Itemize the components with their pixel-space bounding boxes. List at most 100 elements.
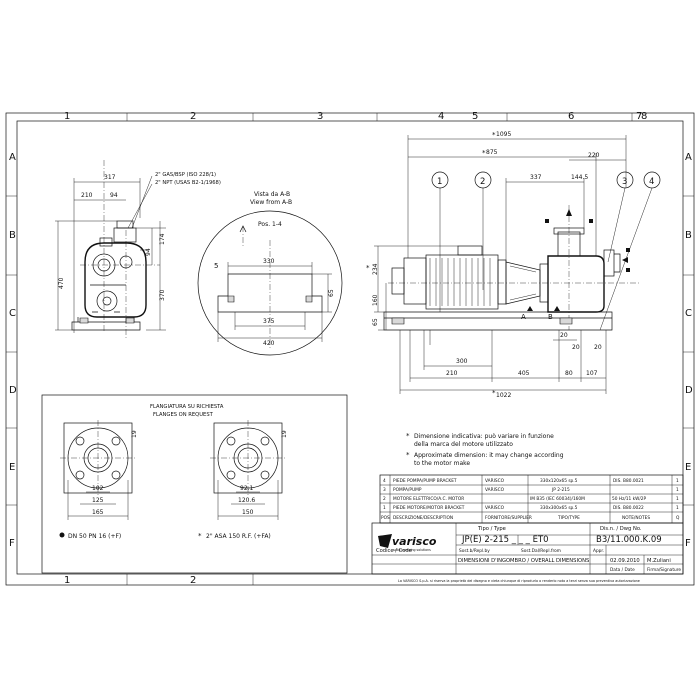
dim-65b: 65 [372,318,379,326]
dwg-value: B3/11.000.K.09 [596,535,662,545]
copyright-footer: La VARISCO S.p.A. si riserva la propriet… [398,579,640,583]
flange-right-label: 2" ASA 150 R.F. (+FA) [206,533,271,540]
asterisk-marker: * [366,264,370,272]
type-value: JP(E) 2-215 _ _ _ ET0 [461,535,549,545]
row-label: A [685,152,692,163]
bom-head-qty: Q [676,515,680,521]
bom-rows: 4 PIEDE POMPA/PUMP BRACKET VARISCO 330x1… [381,478,680,521]
flange-left-165: 165 [92,509,104,516]
section-letter-b: B [548,313,553,321]
bom-qty: 1 [676,496,679,502]
dim-20c: 20 [594,344,602,351]
bom-head-type: TIPO/TYPE [557,515,580,521]
company-logo-sub: solid pumping solutions [393,548,431,552]
flange-left-125: 125 [92,497,104,504]
flanges-title-en: FLANGES ON REQUEST [153,412,214,418]
row-label: B [9,230,16,241]
drawing-description: DIMENSIONI D'INGOMBRO / OVERALL DIMENSIO… [458,558,589,564]
front-view: 317 210 94 470 370 174 94 2" GAS/BSP (IS… [55,160,221,340]
signature-label: Firma/Signature [647,567,681,573]
bom-pos: 2 [383,496,386,502]
row-label: D [685,385,693,396]
dwg-label: Dis.n. / Dwg No. [600,526,642,532]
col-label: 2 [190,111,196,122]
dim-5: 5 [214,262,218,270]
note-en-1: Approximate dimension: it may change acc… [414,452,564,459]
note-it-1: Dimensione indicativa: può variare in fu… [414,433,554,440]
col-label: 3 [317,111,323,122]
row-label: B [685,230,692,241]
dim-94: 94 [110,192,118,199]
flanges-title-it: FLANGIATURA SU RICHIESTA [150,404,224,410]
dim-160: 160 [372,294,379,306]
bom-desc: PIEDE MOTORE/MOTOR BRACKET [393,505,465,511]
dim-317: 317 [104,174,116,181]
balloon-3: 3 [622,177,627,187]
col-label: 1 [64,111,70,122]
balloon-2: 2 [480,177,485,187]
bom-desc: PIEDE POMPA/PUMP BRACKET [393,478,457,484]
bom-sup: VARISCO [485,487,505,493]
date-label: Data / Date [610,567,635,573]
bom-head-pos: POS [381,515,390,521]
bom-note: DIS. B80.0021 [613,478,644,484]
row-label: C [685,308,692,319]
dim-875: 875 [486,149,498,156]
company-logo: varisco [392,535,437,548]
note-en-2: to the motor make [414,460,470,467]
drawing-date: 02.09.2010 [610,558,640,564]
pos-label: Pos. 1-4 [258,221,282,228]
bom-head-note: NOTE/NOTES [622,515,650,521]
view-title-en: View from A-B [250,199,292,206]
dim-144: 144.5 [571,174,588,181]
asterisk-marker: * [482,149,486,157]
asterisk-marker: * [406,451,410,459]
side-view: 1 2 3 4 [366,131,661,399]
bom-note: DIS. B80.0022 [613,505,644,511]
flange-dn50: 102 125 165 19 DN 50 PN 16 (+F) [59,420,138,540]
dim-375: 375 [263,318,275,325]
dim-20a: 20 [560,332,568,339]
dim-234: 234 [372,263,379,275]
bom-head-desc: DESCRIZIONE/DESCRIPTION [393,515,453,521]
row-label: C [9,308,16,319]
note-gas: 2" GAS/BSP (ISO 228/1) [155,172,216,178]
dim-220: 220 [588,152,600,159]
bom-qty: 1 [676,478,679,484]
flange-right-19: 19 [281,430,288,438]
dim-1095: 1095 [496,131,511,138]
dim-20b: 20 [572,344,580,351]
note-npt: 2" NPT (USAS B2-1/1968) [155,180,221,186]
row-label: E [685,462,691,473]
bom-qty: 1 [676,505,679,511]
flange-left-label: DN 50 PN 16 (+F) [68,533,121,540]
balloon-4: 4 [649,177,654,187]
col-label: 5 [472,111,478,122]
type-label: Tipo / Type [477,526,506,532]
bom-note: 50 Hz/11 kW/2P [612,496,647,502]
col-label: 6 [568,111,574,122]
dim-1022: 1022 [496,392,511,399]
flange-left-102: 102 [92,485,104,492]
col-label: 1 [64,575,70,586]
col-label: 4 [438,111,444,122]
flanges-box: FLANGIATURA SU RICHIESTA FLANGES ON REQU… [41,394,348,574]
dim-65: 65 [328,289,335,297]
dim-94v: 94 [145,248,152,256]
bom-desc: MOTORE ELETTRICO/A.C. MOTOR [393,496,464,502]
row-label: F [9,538,15,549]
asterisk-marker: * [492,389,496,397]
bom-desc: POMPA/PUMP [393,487,422,493]
flange-right-120: 120.6 [238,497,255,504]
asterisk-marker: * [492,131,496,139]
bom-head-sup: FORNITORE/SUPPLIER [485,515,532,521]
col-label: 7 [636,111,642,122]
col-label: 8 [641,111,647,122]
dim-80: 80 [565,370,573,377]
drawing-signature: M.Zuliani [647,558,671,564]
section-letter-a: A [521,313,526,321]
dim-370: 370 [159,289,166,301]
dim-210b: 210 [446,370,458,377]
bom-pos: 3 [383,487,386,493]
